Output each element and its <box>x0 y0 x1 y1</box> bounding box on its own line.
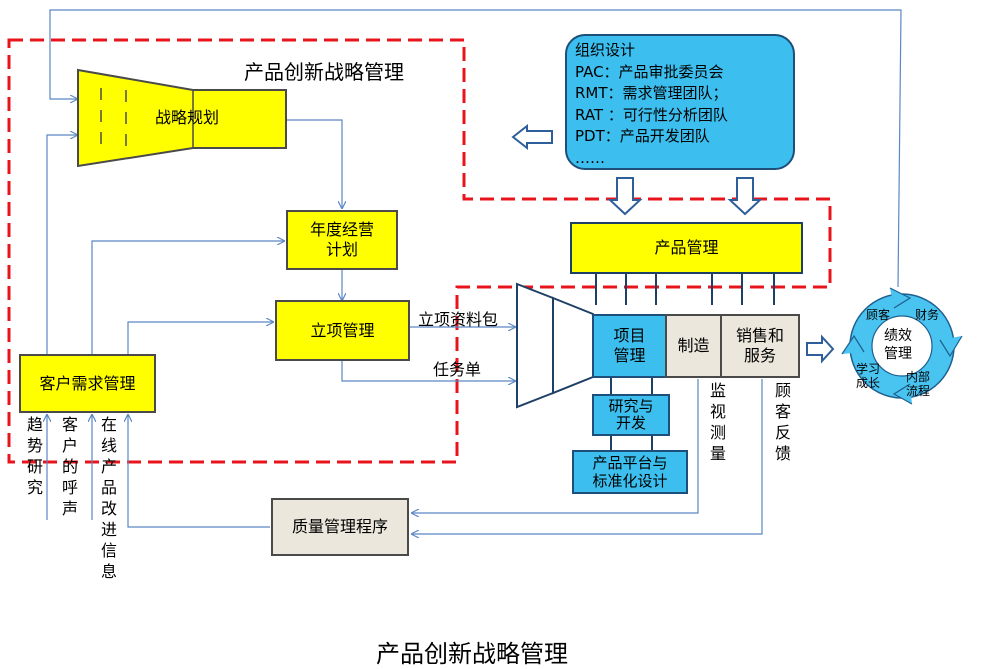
monitoring-label: 监 视 测 量 <box>709 381 726 463</box>
project-to-funnel-task-line <box>341 361 515 381</box>
bottom-caption: 产品创新战略管理 <box>376 640 568 668</box>
pipeline-funnel-inner <box>552 296 594 395</box>
customer-voice-label: 客 户 的 呼 声 <box>61 415 78 518</box>
org-to-product-arrow-right <box>727 177 763 216</box>
project-management-box: 立项管理 <box>275 300 410 361</box>
product-mgmt-connectors <box>595 274 775 305</box>
performance-cycle <box>841 287 963 405</box>
org-line-rat: RAT ：可行性分析团队 <box>575 105 728 124</box>
pipeline-manufacturing-box: 制造 <box>665 314 722 378</box>
feedback-to-quality-line <box>412 379 763 534</box>
strategy-frame-dashed <box>7 38 832 464</box>
performance-customer-label: 顾客 <box>866 308 891 322</box>
org-line-rmt: RMT：需求管理团队； <box>575 84 728 102</box>
quality-management-box: 质量管理程序 <box>271 498 409 556</box>
quality-to-needs-line <box>128 415 270 528</box>
org-line-pdt: PDT：产品开发团队 <box>575 127 710 145</box>
pipeline-funnel-outer <box>516 282 554 409</box>
performance-to-strategy-line <box>49 9 902 288</box>
monitoring-to-quality-line <box>412 379 699 513</box>
performance-learning-label: 学习 成长 <box>856 362 881 390</box>
customer-feedback-label: 顾 客 反 馈 <box>774 381 791 463</box>
needs-to-project-line <box>127 322 273 355</box>
strategy-to-plan-line <box>286 119 342 208</box>
needs-to-plan-line <box>91 241 284 355</box>
performance-finance-label: 财务 <box>915 308 940 322</box>
org-line-pac: PAC：产品审批委员会 <box>575 62 724 81</box>
strategy-shape <box>77 68 287 168</box>
org-to-strategy-arrow <box>511 123 553 151</box>
pipeline-project-box: 项目 管理 <box>592 314 667 378</box>
org-to-product-arrow-left <box>607 177 643 216</box>
needs-to-strategy-line <box>46 135 77 355</box>
frame-title: 产品创新战略管理 <box>244 60 404 84</box>
product-management-box: 产品管理 <box>570 222 803 274</box>
sales-to-performance-arrow <box>806 334 835 364</box>
org-line-more: …… <box>575 148 605 167</box>
package-label: 立项资料包 <box>418 310 499 329</box>
performance-center-label: 绩效 管理 <box>884 328 912 362</box>
annual-plan-box: 年度经营 计划 <box>286 210 398 270</box>
customer-needs-box: 客户需求管理 <box>19 354 156 413</box>
online-improvement-label: 在 线 产 品 改 进 信 息 <box>100 415 117 581</box>
pipeline-sales-box: 销售和 服务 <box>720 314 800 378</box>
org-design-box: 组织设计 PAC：产品审批委员会 RMT：需求管理团队； RAT ：可行性分析团… <box>565 34 795 170</box>
pipeline-rd-connectors <box>610 377 653 451</box>
platform-design-box: 产品平台与 标准化设计 <box>572 450 688 494</box>
research-dev-box: 研究与 开发 <box>592 394 670 436</box>
task-list-label: 任务单 <box>433 360 482 379</box>
trend-research-label: 趋 势 研 究 <box>26 415 43 497</box>
strategy-label: 战略规划 <box>155 108 220 127</box>
performance-process-label: 内部 流程 <box>906 370 931 398</box>
org-design-title: 组织设计 <box>575 41 636 59</box>
